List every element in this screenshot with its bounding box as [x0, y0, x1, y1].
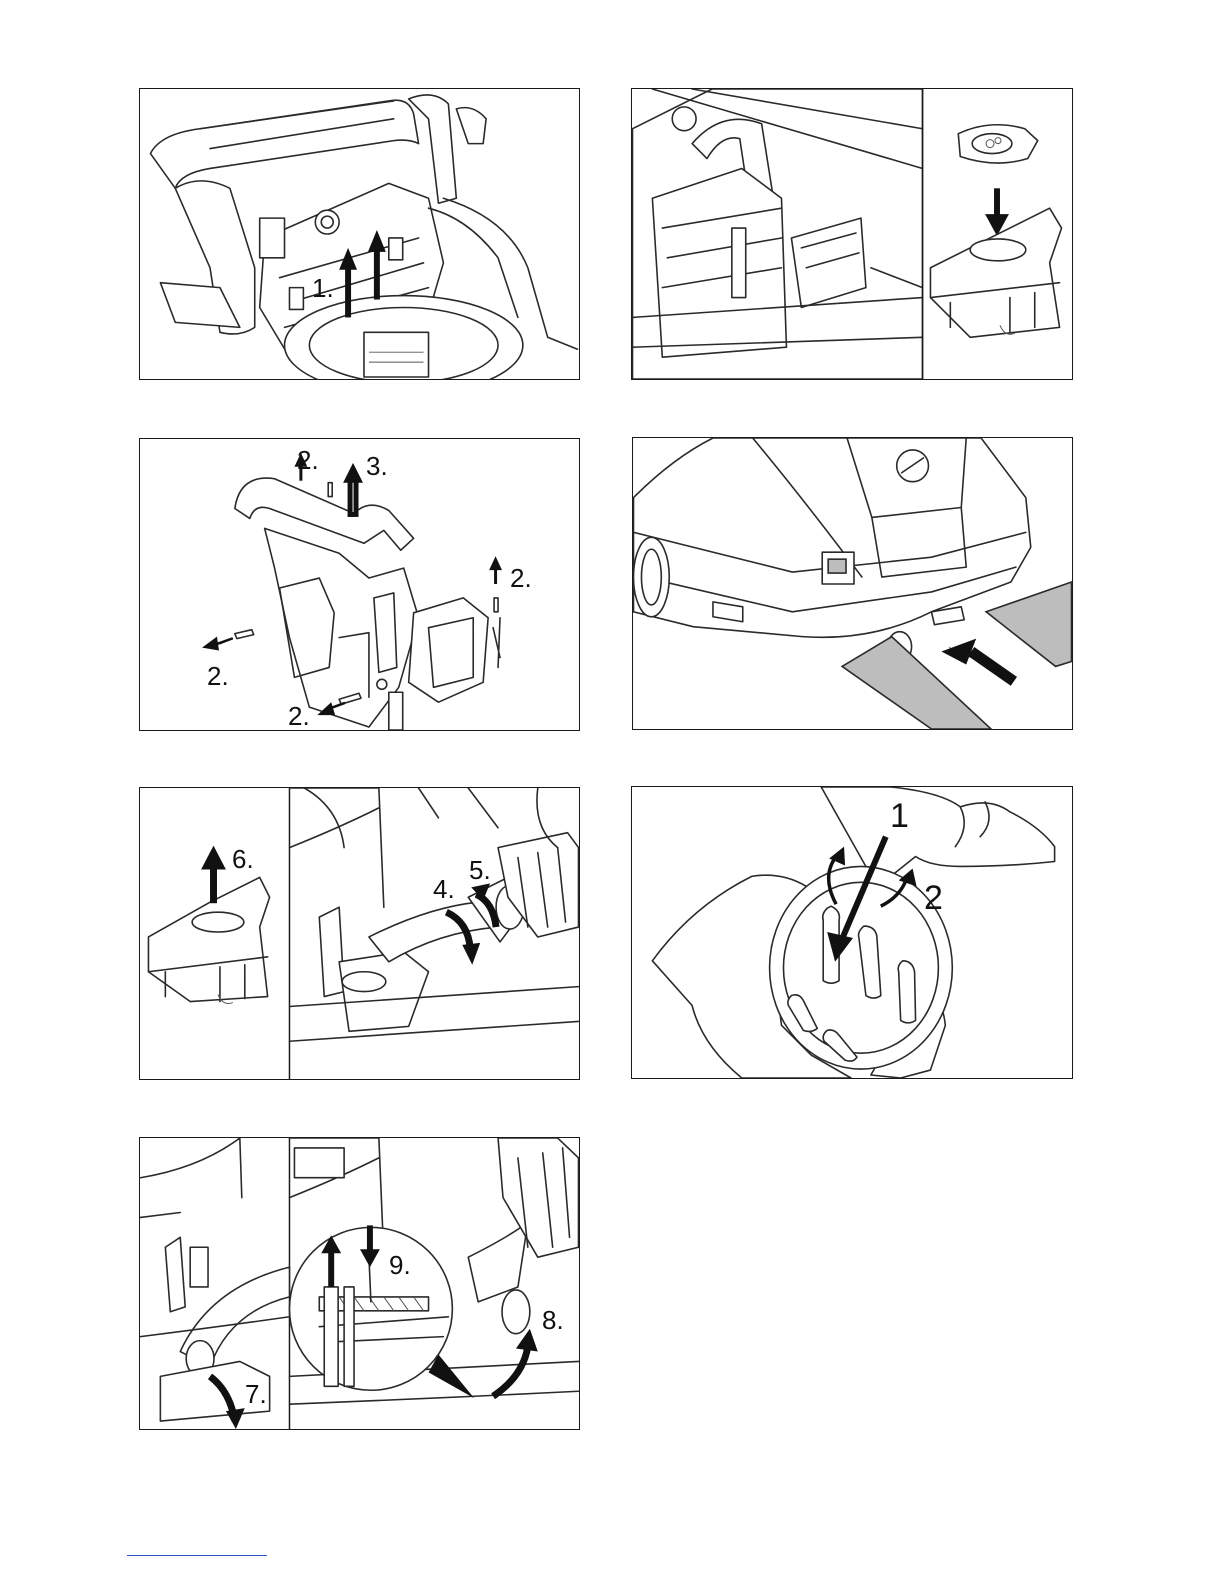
hose-reconnect-illustration	[140, 1138, 579, 1429]
cover-lift-hose-illustration	[140, 788, 579, 1079]
cover-insertion-illustration	[632, 89, 1072, 379]
step-label-9: 9.	[389, 1252, 411, 1278]
figure-panel-2	[631, 88, 1073, 380]
step-label-1: 1.	[312, 275, 334, 301]
figure-panel-5: 6. 4. 5.	[139, 787, 580, 1080]
figure-panel-6: 1 2	[631, 786, 1073, 1079]
forklift-transport-illustration	[633, 438, 1072, 729]
step-label-2-top: 2.	[297, 447, 319, 473]
step-label-2-left: 2.	[207, 663, 229, 689]
footer-rule	[127, 1555, 267, 1556]
step-label-2-right: 2.	[510, 565, 532, 591]
figure-panel-3: 2. 3. 2. 2. 2.	[139, 438, 580, 731]
figure-panel-1: 1.	[139, 88, 580, 380]
step-label-1-plug: 1	[890, 799, 909, 833]
step-label-2-bottom: 2.	[288, 703, 310, 729]
step-label-5: 5.	[469, 857, 491, 883]
figure-panel-4	[632, 437, 1073, 730]
plug-connector-illustration	[632, 787, 1072, 1078]
step-label-2-plug: 2	[924, 881, 943, 915]
step-label-7: 7.	[245, 1381, 267, 1407]
machine-top-illustration	[140, 89, 579, 379]
step-label-8: 8.	[542, 1307, 564, 1333]
step-label-6: 6.	[232, 846, 254, 872]
step-label-3: 3.	[366, 453, 388, 479]
figure-panel-7: 9. 8. 7.	[139, 1137, 580, 1430]
step-label-4: 4.	[433, 876, 455, 902]
